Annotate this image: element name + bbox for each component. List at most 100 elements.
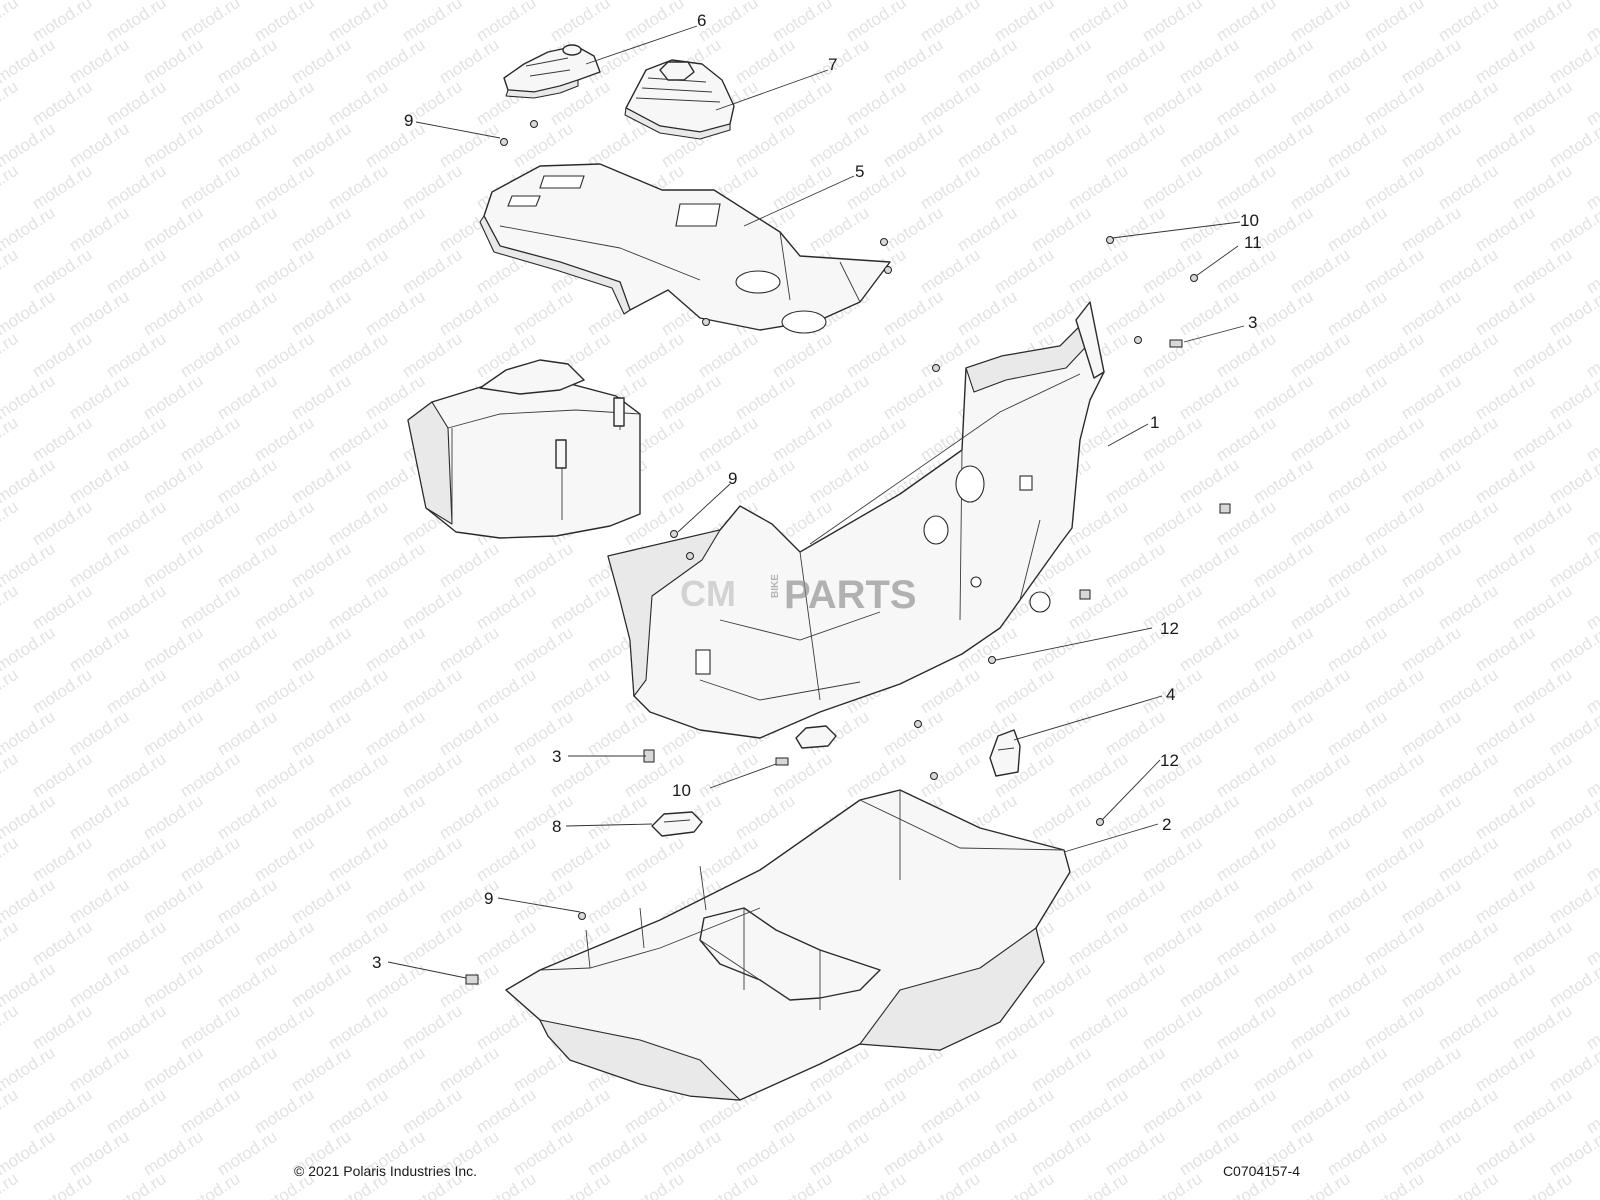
storage-bin [407,359,641,539]
watermark-text: motod.ru [1361,1085,1428,1137]
watermark-text: motod.ru [66,455,133,507]
watermark-text: motod.ru [1250,623,1317,675]
watermark-text: motod.ru [843,161,910,213]
watermark-text: motod.ru [1324,875,1391,927]
watermark-text: motod.ru [103,329,170,381]
watermark-text: motod.ru [1472,119,1539,171]
watermark-text: motod.ru [1435,77,1502,129]
watermark-text: motod.ru [29,245,96,297]
watermark-text: motod.ru [843,77,910,129]
watermark-text: motod.ru [251,161,318,213]
watermark-text: motod.ru [1250,1043,1317,1095]
watermark-text: motod.ru [1250,539,1317,591]
watermark-text: motod.ru [1361,77,1428,129]
watermark-text: motod.ru [103,581,170,633]
watermark-text: motod.ru [584,1127,651,1179]
watermark-text: motod.ru [66,119,133,171]
watermark-text: motod.ru [140,371,207,423]
watermark-text: motod.ru [1398,287,1465,339]
watermark-text: motod.ru [954,203,1021,255]
watermark-text: motod.ru [1102,1043,1169,1095]
watermark-text: motod.ru [1361,749,1428,801]
watermark-text: motod.ru [1324,455,1391,507]
watermark-text: motod.ru [806,371,873,423]
watermark-text: motod.ru [1065,0,1132,45]
watermark-text: motod.ru [695,749,762,801]
watermark-text: motod.ru [991,1085,1058,1137]
watermark-text: motod.ru [399,581,466,633]
watermark-text: motod.ru [1324,35,1391,87]
watermark-text: motod.ru [288,35,355,87]
watermark-text: motod.ru [1102,623,1169,675]
watermark-text: motod.ru [473,1085,540,1137]
callout-7: 7 [828,55,837,74]
watermark-text: motod.ru [1139,1001,1206,1053]
watermark-text: motod.ru [288,623,355,675]
watermark-text: motod.ru [214,371,281,423]
watermark-text: motod.ru [1324,1127,1391,1179]
watermark-text: motod.ru [1472,875,1539,927]
watermark-text: motod.ru [917,1169,984,1200]
watermark-text: motod.ru [288,707,355,759]
watermark-text: motod.ru [1139,161,1206,213]
watermark-text: motod.ru [1028,1127,1095,1179]
watermark-text: motod.ru [66,371,133,423]
watermark-text: motod.ru [1361,581,1428,633]
watermark-text: motod.ru [473,665,540,717]
watermark-text: motod.ru [103,77,170,129]
watermark-text: motod.ru [1102,1127,1169,1179]
watermark-text: motod.ru [177,665,244,717]
watermark-text: motod.ru [103,161,170,213]
watermark-text: motod.ru [769,161,836,213]
watermark-text: motod.ru [1509,497,1576,549]
watermark-text: motod.ru [140,539,207,591]
watermark-text: motod.ru [0,1085,21,1137]
watermark-text: motod.ru [880,707,947,759]
watermark-text: motod.ru [1398,539,1465,591]
watermark-text: motod.ru [140,119,207,171]
watermark-text: motod.ru [1472,1043,1539,1095]
watermark-text: motod.ru [1472,623,1539,675]
watermark-text: motod.ru [1213,665,1280,717]
watermark-text: motod.ru [1102,35,1169,87]
watermark-text: motod.ru [954,1043,1021,1095]
watermark-text: motod.ru [1472,707,1539,759]
watermark-text: motod.ru [1472,791,1539,843]
watermark-text: motod.ru [1139,497,1206,549]
watermark-text: motod.ru [362,707,429,759]
watermark-text: motod.ru [621,0,688,45]
watermark-text: motod.ru [473,917,540,969]
watermark-text: motod.ru [214,959,281,1011]
watermark-text: motod.ru [658,1127,725,1179]
watermark-text: motod.ru [880,1043,947,1095]
watermark-text: motod.ru [1287,1001,1354,1053]
watermark-text: motod.ru [1324,707,1391,759]
watermark-text: motod.ru [732,35,799,87]
watermark-text: motod.ru [103,0,170,45]
watermark-text: motod.ru [584,791,651,843]
watermark-text: motod.ru [66,707,133,759]
watermark-text: motod.ru [251,497,318,549]
watermark-text: motod.ru [29,0,96,45]
watermark-text: motod.ru [66,287,133,339]
watermark-text: motod.ru [1546,959,1600,1011]
watermark-text: motod.ru [251,1085,318,1137]
watermark-text: motod.ru [1398,959,1465,1011]
watermark-text: motod.ru [1287,329,1354,381]
watermark-text: motod.ru [177,161,244,213]
watermark-text: motod.ru [1028,119,1095,171]
watermark-text: motod.ru [510,875,577,927]
watermark-text: motod.ru [214,1127,281,1179]
callout-11: 11 [1244,233,1262,252]
callout-9-bottom: 9 [484,889,493,908]
watermark-text: motod.ru [325,1001,392,1053]
watermark-text: motod.ru [177,0,244,45]
watermark-text: motod.ru [140,623,207,675]
watermark-text: motod.ru [325,413,392,465]
watermark-text: motod.ru [1509,1085,1576,1137]
watermark-text: motod.ru [1361,161,1428,213]
watermark-text: motod.ru [288,959,355,1011]
watermark-text: motod.ru [806,1127,873,1179]
watermark-text: motod.ru [1102,959,1169,1011]
watermark-text: motod.ru [325,497,392,549]
